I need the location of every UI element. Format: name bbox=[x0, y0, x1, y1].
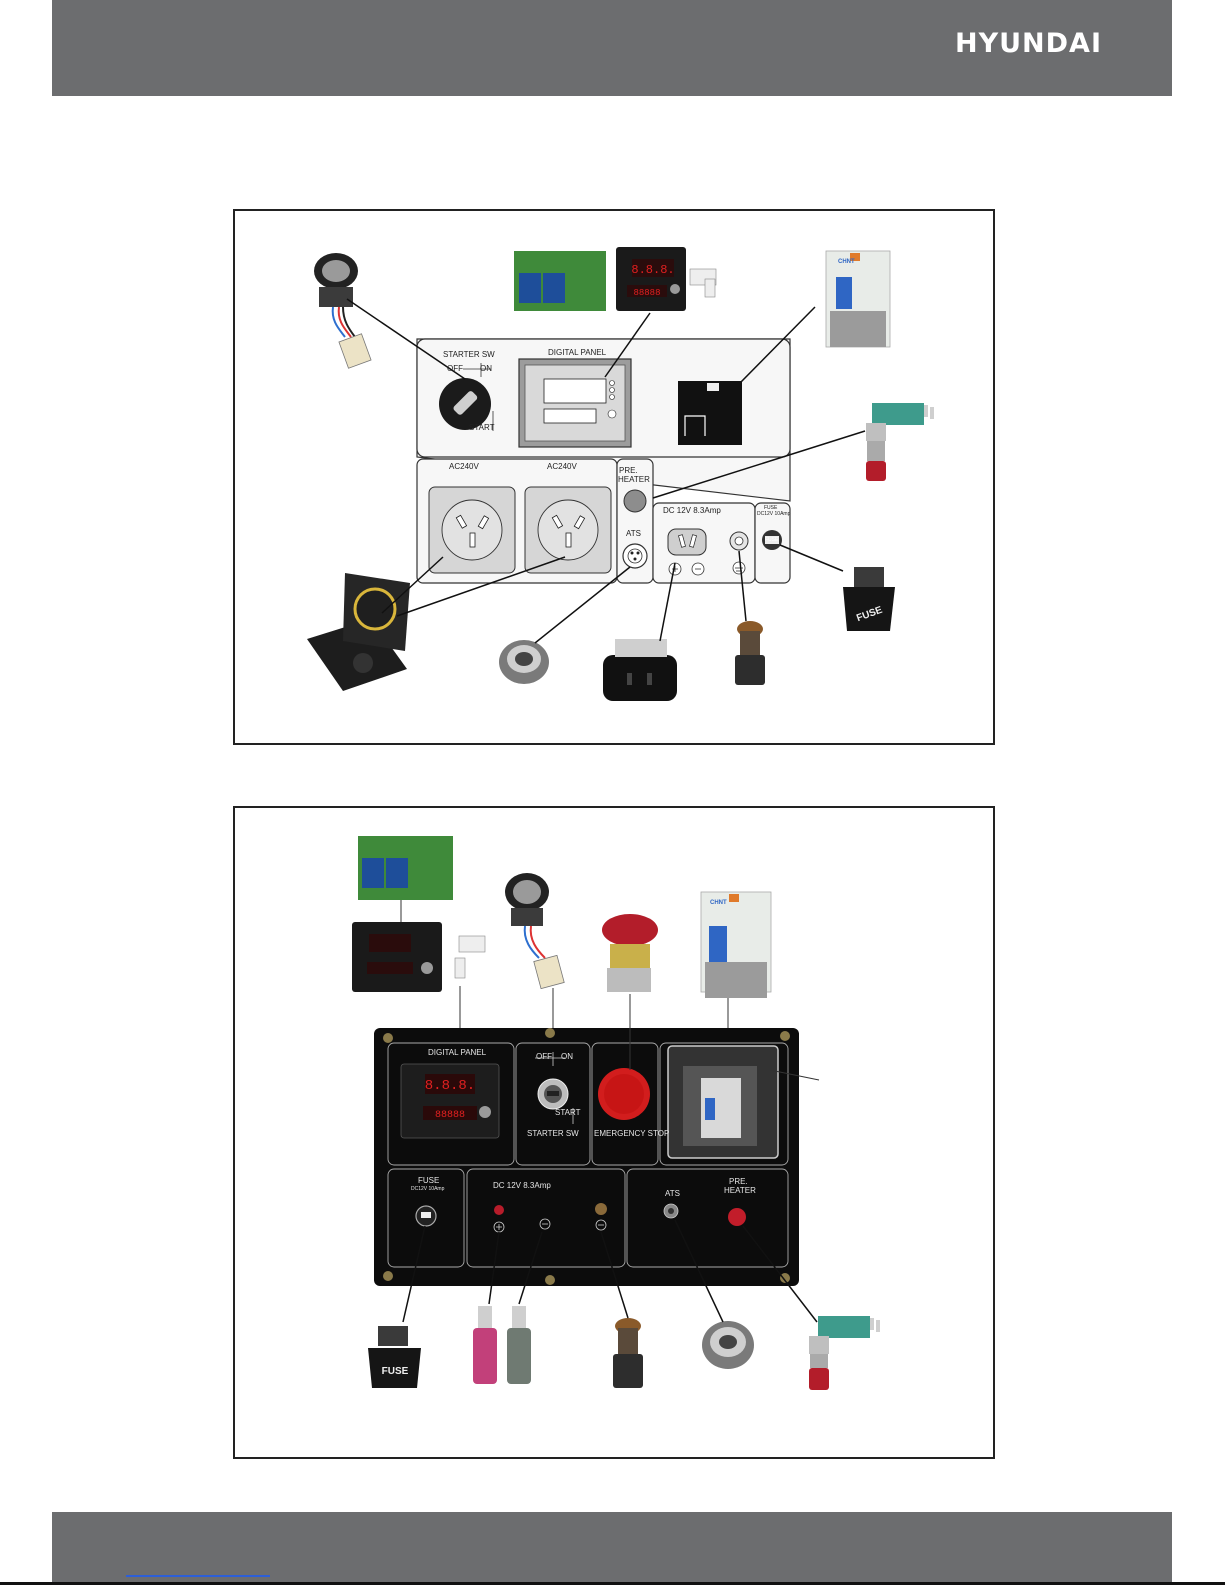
pre-heater-label-b-2: HEATER bbox=[724, 1187, 756, 1196]
fuse-cap-label-a: FUSE bbox=[765, 538, 778, 544]
dc-positive-terminal-b bbox=[494, 1205, 504, 1215]
off-label-b: OFF bbox=[536, 1053, 552, 1062]
start-label-a: START bbox=[469, 424, 494, 433]
on-label-a: ON bbox=[480, 365, 492, 374]
pre-heater-label-a-2: HEATER bbox=[618, 476, 650, 485]
breaker-brand-a: CHNT bbox=[838, 259, 855, 265]
emergency-stop-part-b bbox=[602, 914, 658, 992]
on-label-b: ON bbox=[561, 1053, 573, 1062]
ats-label-a: ATS bbox=[626, 530, 641, 539]
fuse-holder-part-a: FUSE bbox=[843, 567, 895, 631]
circuit-breaker-part-a: CHNT bbox=[826, 251, 890, 347]
digital-panel-part-b bbox=[352, 836, 485, 992]
breaker-brand-b: CHNT bbox=[710, 900, 727, 906]
fuse-holder-part-b: FUSE bbox=[368, 1326, 421, 1388]
digital-panel-part-a: 8.8.8. 88888 bbox=[514, 247, 716, 311]
page-header: HYUNDAI bbox=[52, 0, 1172, 96]
digital-readout-bottom-b: 88888 bbox=[435, 1110, 465, 1121]
ac-socket-part-a bbox=[307, 573, 410, 691]
fuse-rating-label-a: DC12V 10Amp bbox=[757, 512, 790, 518]
control-panel-diagram-b: 8.8.8. 88888 bbox=[233, 806, 995, 1459]
digital-readout-bottom-a: 88888 bbox=[633, 288, 660, 298]
ats-label-b: ATS bbox=[665, 1190, 680, 1199]
ground-terminal-part-b bbox=[613, 1318, 643, 1388]
brand-logo: HYUNDAI bbox=[955, 28, 1102, 59]
dc-label-a: DC 12V 8.3Amp bbox=[663, 507, 721, 516]
emergency-stop-label-b: EMERGENCY STOP bbox=[594, 1130, 669, 1139]
digital-readout-top-b: 8.8.8. bbox=[425, 1078, 475, 1094]
ground-terminal-b bbox=[595, 1203, 607, 1215]
ats-connector-part-b bbox=[702, 1321, 754, 1369]
dc-label-b: DC 12V 8.3Amp bbox=[493, 1182, 551, 1191]
control-panel-diagram-a: 8.8.8. 88888 CHNT bbox=[233, 209, 995, 745]
footer-link-underline bbox=[126, 1575, 270, 1577]
ats-connector-part-a bbox=[499, 640, 549, 684]
micro-switch-part-b bbox=[809, 1316, 880, 1390]
pre-heater-button-b bbox=[728, 1208, 746, 1226]
fuse-rating-label-b: DC12V 10Amp bbox=[411, 1187, 444, 1193]
dc-socket bbox=[668, 529, 706, 555]
fuse-label-b: FUSE bbox=[418, 1177, 439, 1186]
dc-terminals-part-b bbox=[473, 1306, 531, 1384]
dc-plug-part-a bbox=[603, 639, 677, 701]
start-label-b: START bbox=[555, 1109, 580, 1118]
digital-panel-label-b: DIGITAL PANEL bbox=[428, 1049, 486, 1058]
digital-panel-label-a: DIGITAL PANEL bbox=[548, 349, 606, 358]
panel-a-illustration: 8.8.8. 88888 CHNT bbox=[235, 211, 997, 747]
off-label-a: OFF bbox=[447, 365, 463, 374]
ac240v-label-1: AC240V bbox=[449, 463, 479, 472]
micro-switch-part-a bbox=[866, 403, 934, 481]
ground-terminal-part-a bbox=[735, 621, 765, 685]
starter-sw-label-a: STARTER SW bbox=[443, 351, 495, 360]
circuit-breaker-part-b: CHNT bbox=[701, 892, 771, 998]
pre-heater-button-a bbox=[624, 490, 646, 512]
key-switch-part bbox=[314, 253, 371, 368]
fuse-holder-label-b: FUSE bbox=[382, 1366, 409, 1377]
digital-readout-top-a: 8.8.8. bbox=[631, 263, 674, 277]
starter-sw-label-b: STARTER SW bbox=[527, 1130, 579, 1139]
key-switch-part-b bbox=[505, 873, 564, 989]
ac240v-label-2: AC240V bbox=[547, 463, 577, 472]
